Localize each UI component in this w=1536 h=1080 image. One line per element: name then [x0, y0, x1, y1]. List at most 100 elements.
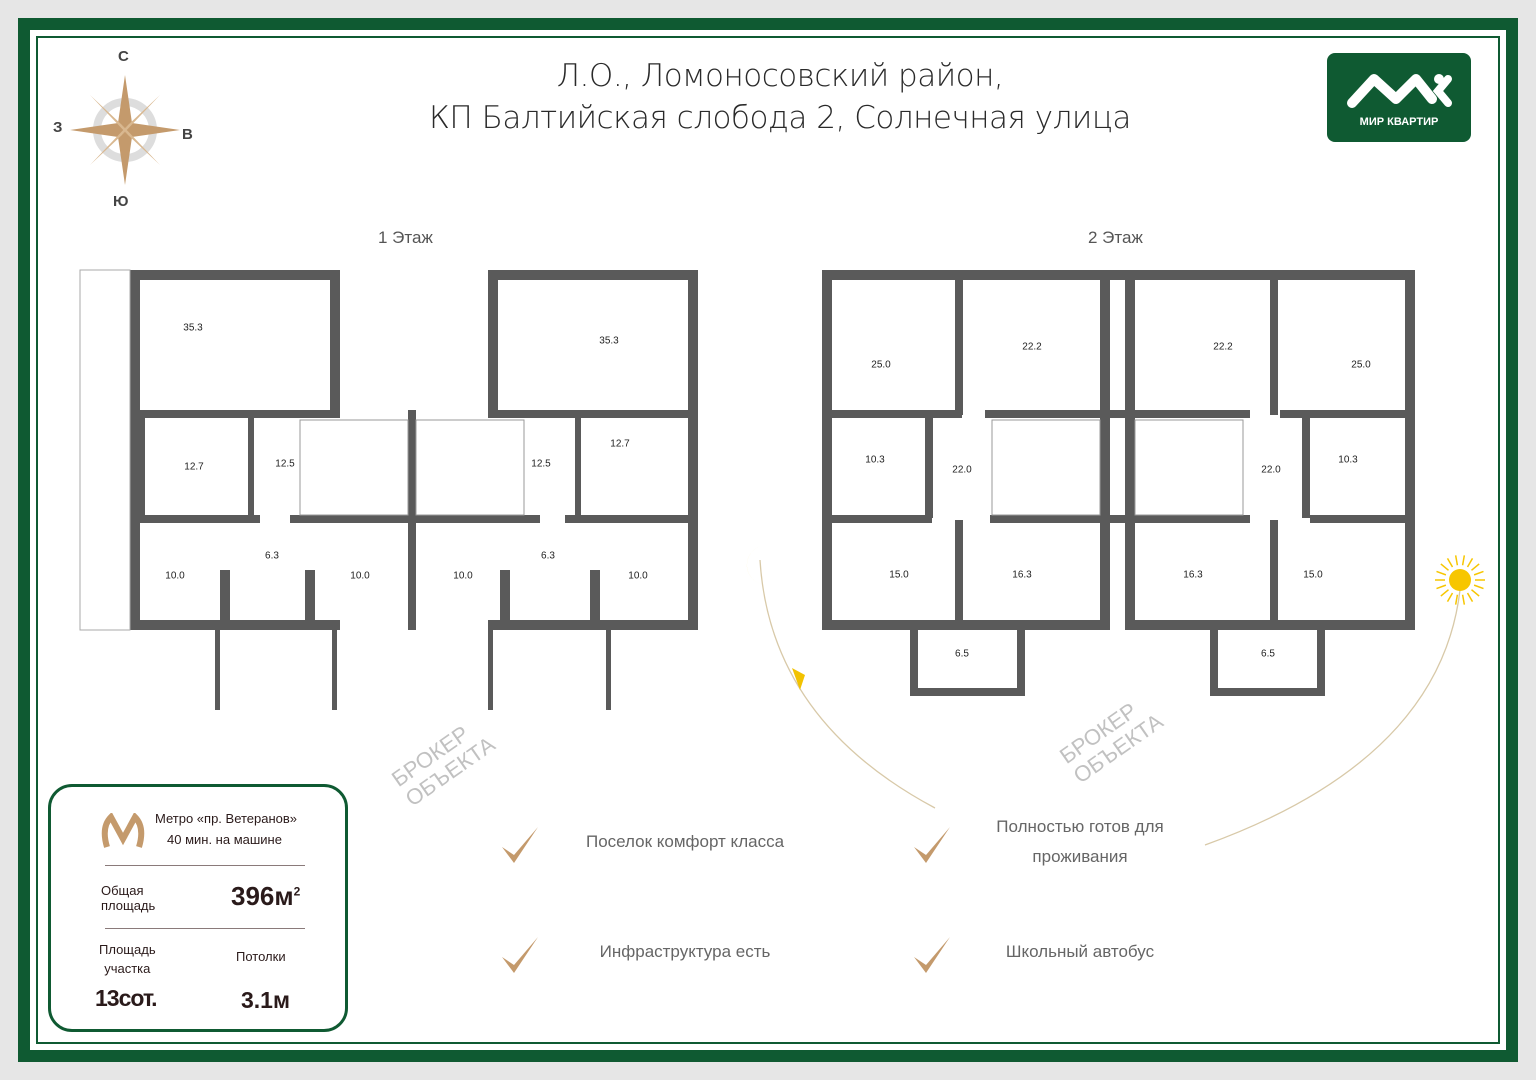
wall — [1302, 418, 1310, 518]
wall — [330, 270, 340, 410]
moon-icon — [746, 545, 769, 586]
metro-time: 40 мин. на машине — [167, 832, 282, 847]
room-area-label: 16.3 — [1012, 569, 1032, 581]
room-area-label: 12.5 — [531, 458, 551, 470]
room-area-label: 10.3 — [1338, 454, 1358, 466]
room-area-label: 10.3 — [865, 454, 885, 466]
wall — [130, 620, 340, 630]
address-line-2: КП Балтийская слобода 2, Солнечная улица — [429, 100, 1131, 136]
wall — [590, 570, 600, 630]
room-area-label: 10.0 — [453, 570, 473, 582]
compass-east: В — [182, 126, 193, 143]
wall — [1017, 630, 1025, 695]
compass-west: З — [53, 119, 63, 136]
wall — [488, 630, 493, 710]
wall — [1270, 520, 1278, 620]
staircase — [299, 419, 409, 516]
wall — [1405, 270, 1415, 630]
wall — [332, 630, 337, 710]
checkmark-icon — [500, 825, 540, 870]
wall — [1210, 630, 1218, 695]
metro-icon — [101, 813, 145, 848]
sun-path-right — [1204, 589, 1461, 846]
wall — [688, 270, 698, 630]
wall — [606, 630, 611, 710]
wall — [955, 520, 963, 620]
metro-name: Метро «пр. Ветеранов» — [155, 811, 298, 826]
wall — [1100, 280, 1110, 620]
wall — [985, 410, 1250, 418]
wall — [488, 410, 698, 418]
wall — [1125, 280, 1135, 620]
room-area-label: 6.3 — [265, 550, 279, 562]
feature-ready-2: проживания — [1032, 847, 1128, 866]
wall — [130, 270, 340, 280]
wall — [488, 270, 498, 410]
room-area-label: 12.7 — [184, 461, 204, 473]
staircase — [1134, 419, 1244, 516]
room-area-label: 6.5 — [955, 648, 969, 660]
wall — [990, 515, 1250, 523]
wall — [1310, 515, 1415, 523]
staircase — [991, 419, 1101, 516]
wall — [925, 418, 933, 518]
staircase — [415, 419, 525, 516]
wall — [215, 630, 220, 710]
wall — [1317, 630, 1325, 695]
ceiling-value: 3.1м — [241, 987, 290, 1013]
room-area-label: 25.0 — [1351, 359, 1371, 371]
wall — [1225, 620, 1415, 630]
feature-school-bus: Школьный автобус — [1005, 942, 1155, 961]
wall — [955, 280, 963, 415]
logo-text: МИР КВАРТИР — [1359, 116, 1439, 128]
wall — [822, 270, 832, 630]
sun-path-left — [759, 559, 936, 809]
wall — [500, 570, 510, 630]
plot-area-value: 13сот. — [95, 985, 157, 1011]
wall — [910, 688, 1025, 696]
wall — [575, 410, 581, 515]
wall — [130, 410, 340, 418]
room-area-label: 16.3 — [1183, 569, 1203, 581]
checkmark-icon — [500, 935, 540, 980]
wall — [1125, 620, 1225, 630]
wall — [130, 515, 260, 523]
arrow-icon — [792, 668, 805, 690]
room-area-label: 15.0 — [1303, 569, 1323, 581]
room-area-label: 6.3 — [541, 550, 555, 562]
wall — [565, 515, 698, 523]
feature-infrastructure: Инфраструктура есть — [599, 942, 771, 961]
room-area-label: 35.3 — [183, 322, 203, 334]
wall — [910, 630, 918, 695]
sun-icon — [1435, 555, 1485, 605]
room-area-label: 10.0 — [628, 570, 648, 582]
room-area-label: 22.0 — [952, 464, 972, 476]
room-area-label: 22.2 — [1213, 341, 1233, 353]
room-area-label: 12.5 — [275, 458, 295, 470]
wall — [305, 570, 315, 630]
floor-1-label: 1 Этаж — [378, 228, 433, 247]
wall — [1210, 688, 1325, 696]
wall — [408, 410, 416, 630]
wall — [822, 515, 932, 523]
wall — [1010, 620, 1110, 630]
terrace — [79, 269, 131, 631]
room-area-label: 22.2 — [1022, 341, 1042, 353]
room-area-label: 25.0 — [871, 359, 891, 371]
wall — [130, 270, 140, 630]
floor-2-label: 2 Этаж — [1088, 228, 1143, 247]
checkmark-icon — [912, 935, 952, 980]
wall — [822, 620, 1012, 630]
checkmark-icon — [912, 825, 952, 870]
total-area-value: 396м2 — [231, 881, 301, 911]
compass-south: Ю — [113, 193, 129, 210]
wall — [822, 410, 962, 418]
mir-kvartir-logo: МИР КВАРТИР — [1327, 53, 1471, 142]
room-area-label: 15.0 — [889, 569, 909, 581]
wall — [248, 410, 254, 515]
wall — [1280, 410, 1415, 418]
ceiling-label: Потолки — [236, 949, 286, 964]
room-area-label: 12.7 — [610, 438, 630, 450]
